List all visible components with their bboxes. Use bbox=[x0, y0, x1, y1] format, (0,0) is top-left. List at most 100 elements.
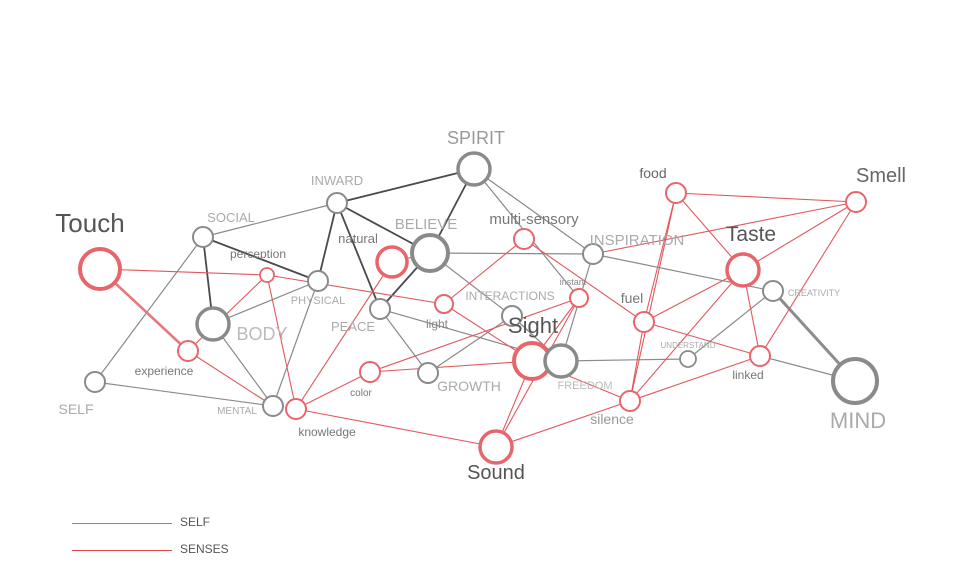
edge-perception-light bbox=[266, 274, 445, 305]
node-label-experience: experience bbox=[135, 364, 194, 378]
node-touch bbox=[78, 247, 122, 291]
node-fuel bbox=[633, 311, 655, 333]
node-label-freedom: FREEDOM bbox=[558, 380, 613, 392]
node-inspiration bbox=[582, 243, 604, 265]
edge-experience-mental bbox=[187, 350, 274, 407]
node-label-mind: MIND bbox=[830, 408, 886, 433]
edge-food-fuel bbox=[643, 192, 677, 323]
node-label-instant: instant bbox=[560, 277, 587, 287]
node-label-fuel: fuel bbox=[621, 290, 644, 306]
edge-food-silence bbox=[629, 192, 677, 402]
edge-smell-linked bbox=[759, 201, 857, 357]
edge-spirit-inward bbox=[336, 168, 475, 204]
edge-touch-perception bbox=[99, 268, 268, 276]
edge-believe-inspiration bbox=[429, 252, 594, 255]
edge-physical-body bbox=[212, 280, 319, 325]
edge-taste-silence bbox=[629, 269, 744, 402]
legend-swatch-self bbox=[72, 523, 172, 524]
node-spirit bbox=[456, 151, 492, 187]
edge-silence-linked bbox=[629, 355, 761, 402]
node-food bbox=[665, 182, 687, 204]
edge-multisensory-fuel bbox=[523, 238, 645, 323]
node-mental bbox=[262, 395, 284, 417]
edge-fuel-taste bbox=[643, 269, 744, 323]
node-social bbox=[192, 226, 214, 248]
node-label-linked: linked bbox=[732, 368, 763, 382]
node-label-knowledge: knowledge bbox=[298, 425, 356, 439]
node-label-sight: Sight bbox=[508, 313, 558, 338]
node-label-social: SOCIAL bbox=[207, 210, 255, 225]
edge-growth-interactions bbox=[427, 315, 513, 374]
node-label-taste: Taste bbox=[726, 223, 776, 246]
node-label-natural: natural bbox=[338, 231, 378, 246]
node-label-multisensory: multi-sensory bbox=[489, 211, 579, 228]
node-multisensory bbox=[513, 228, 535, 250]
node-label-touch: Touch bbox=[55, 208, 124, 238]
node-label-inspiration: INSPIRATION bbox=[590, 232, 685, 249]
edge-peace-growth bbox=[379, 308, 429, 374]
node-growth bbox=[417, 362, 439, 384]
node-label-peace: PEACE bbox=[331, 319, 375, 334]
node-mind bbox=[831, 357, 879, 405]
edge-instant-color bbox=[369, 297, 580, 373]
node-light bbox=[434, 294, 454, 314]
edge-understand-creativity bbox=[687, 290, 774, 360]
node-smell bbox=[845, 191, 867, 213]
edge-sound-silence bbox=[495, 400, 631, 448]
node-label-understand: UNDERSTAND bbox=[661, 341, 716, 350]
edge-color-knowledge bbox=[295, 371, 371, 410]
edge-spirit-inspiration bbox=[473, 168, 594, 255]
node-label-believe: BELIEVE bbox=[395, 216, 458, 233]
node-believe bbox=[410, 233, 450, 273]
node-label-silence: silence bbox=[590, 411, 634, 427]
edge-natural-knowledge bbox=[295, 261, 393, 410]
node-label-body: BODY bbox=[236, 324, 287, 344]
edge-fuel-linked bbox=[643, 321, 761, 357]
edge-social-physical bbox=[202, 236, 319, 282]
node-natural bbox=[375, 245, 409, 279]
node-sound bbox=[478, 429, 514, 465]
node-peace bbox=[369, 298, 391, 320]
node-label-sound: Sound bbox=[467, 462, 525, 484]
node-label-growth: GROWTH bbox=[437, 378, 501, 394]
node-color bbox=[359, 361, 381, 383]
node-experience bbox=[177, 340, 199, 362]
node-understand bbox=[679, 350, 697, 368]
node-label-food: food bbox=[639, 165, 666, 181]
edge-inward-physical bbox=[317, 202, 338, 282]
edge-knowledge-sound bbox=[295, 408, 497, 448]
node-label-spirit: SPIRIT bbox=[447, 128, 505, 148]
node-interactions bbox=[501, 305, 523, 327]
edge-understand-freedom bbox=[560, 358, 689, 362]
edge-inward-social bbox=[202, 202, 338, 238]
edge-light-multisensory bbox=[443, 238, 525, 305]
node-creativity bbox=[762, 280, 784, 302]
node-taste bbox=[725, 252, 761, 288]
node-body bbox=[195, 306, 231, 342]
edge-social-self bbox=[94, 236, 204, 383]
legend-swatch-senses bbox=[72, 550, 172, 551]
node-label-perception: perception bbox=[230, 247, 286, 261]
node-label-smell: Smell bbox=[856, 165, 906, 187]
node-freedom bbox=[543, 343, 579, 379]
node-linked bbox=[749, 345, 771, 367]
node-knowledge bbox=[285, 398, 307, 420]
edge-taste-smell bbox=[742, 201, 857, 271]
node-physical bbox=[307, 270, 329, 292]
node-layer bbox=[78, 151, 879, 465]
node-label-light: light bbox=[426, 317, 449, 331]
node-label-inward: INWARD bbox=[311, 173, 363, 188]
node-label-creativity: CREATIVITY bbox=[788, 288, 840, 298]
node-self bbox=[84, 371, 106, 393]
edge-physical-mental bbox=[272, 280, 319, 407]
node-label-color: color bbox=[350, 388, 372, 399]
node-inward bbox=[326, 192, 348, 214]
edge-food-smell bbox=[675, 192, 857, 203]
node-perception bbox=[259, 267, 275, 283]
edge-inward-peace bbox=[336, 202, 381, 310]
node-label-physical: PHYSICAL bbox=[291, 295, 345, 307]
legend-label-self: SELF bbox=[180, 515, 211, 529]
edge-fuel-silence bbox=[629, 321, 645, 402]
